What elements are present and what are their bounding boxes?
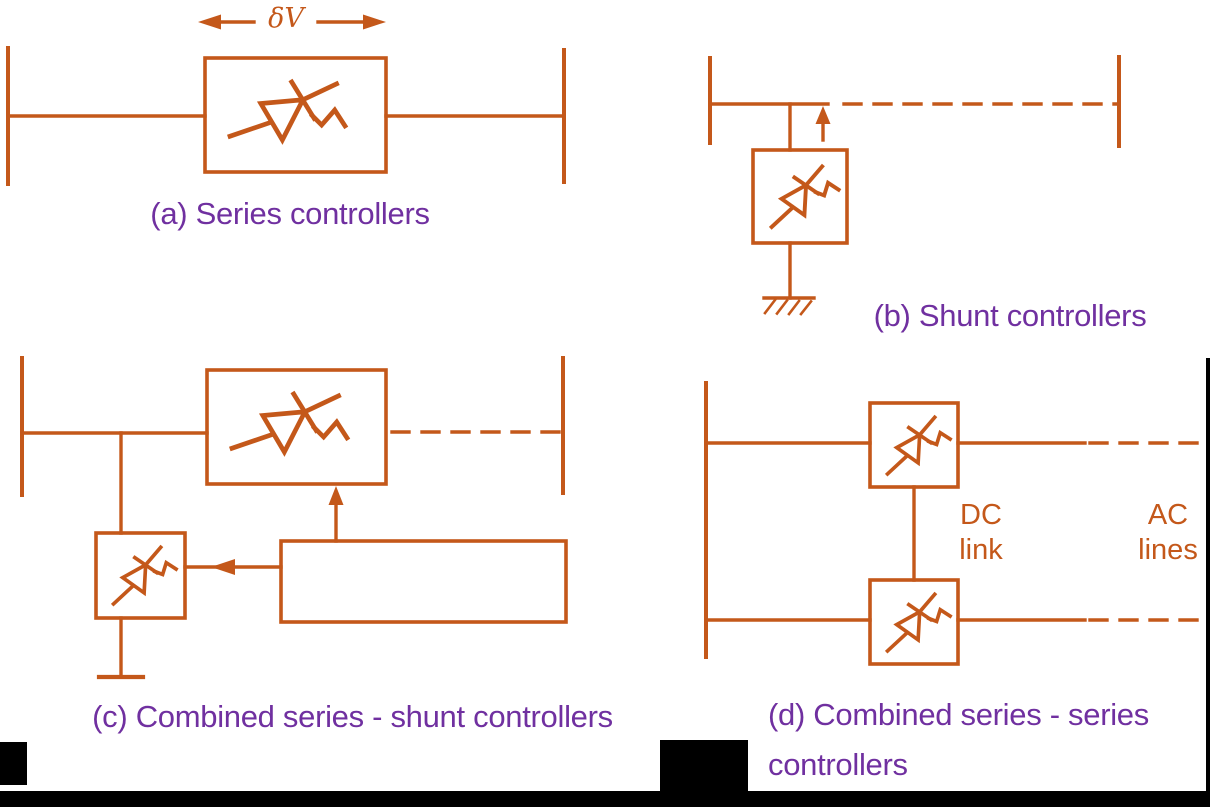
panel-a-series-controller xyxy=(6,14,566,186)
series-controller-box-top xyxy=(868,401,960,489)
delta-v-label: δV xyxy=(268,3,304,34)
thyristor-icon xyxy=(872,412,956,478)
series-controller-box xyxy=(205,368,388,486)
black-mask-left-square xyxy=(0,742,27,785)
arrow-right-icon xyxy=(363,14,386,30)
thyristor-icon xyxy=(232,394,347,452)
ac-lines-label: AC lines xyxy=(1103,498,1210,568)
arrow-up-icon xyxy=(328,486,344,505)
panel-b-shunt-controller xyxy=(708,55,1121,316)
coordinated-control-box xyxy=(279,539,568,624)
shunt-controller-box xyxy=(751,148,849,245)
thyristor-icon xyxy=(230,82,345,140)
panel-d-series-series-controller xyxy=(704,381,1206,666)
caption-d-line1: (d) Combined series - series xyxy=(768,697,1149,732)
caption-a: (a) Series controllers xyxy=(150,196,430,231)
shunt-controller-box xyxy=(94,531,187,620)
injection-arrow-up xyxy=(815,106,831,142)
caption-b: (b) Shunt controllers xyxy=(873,298,1147,333)
arrow-up-icon xyxy=(815,106,831,124)
series-controller-box-bottom xyxy=(868,578,960,666)
caption-c: (c) Combined series - shunt controllers xyxy=(92,699,613,734)
panel-c-series-shunt-controller xyxy=(20,356,568,680)
thyristor-icon xyxy=(755,161,845,232)
dc-link-label: DC link xyxy=(916,498,1046,568)
arrow-left-icon xyxy=(211,559,235,575)
ac-lines-label-line2: lines xyxy=(1138,534,1198,566)
control-arrow-up xyxy=(328,486,344,543)
caption-d-line2: controllers xyxy=(768,747,908,782)
control-arrow-left xyxy=(183,559,283,575)
delta-v-arrow xyxy=(198,14,386,30)
ac-lines-label-line1: AC xyxy=(1147,499,1189,531)
dc-link-label-line1: DC xyxy=(960,499,1002,531)
black-mask-right-edge xyxy=(1206,358,1210,807)
black-mask-bottom-bar xyxy=(0,791,1210,807)
thyristor-icon xyxy=(872,589,956,655)
thyristor-icon xyxy=(98,542,182,608)
arrow-left-icon xyxy=(198,14,221,30)
dc-link-label-line2: link xyxy=(959,534,1003,566)
earth-ground-icon xyxy=(762,296,816,316)
